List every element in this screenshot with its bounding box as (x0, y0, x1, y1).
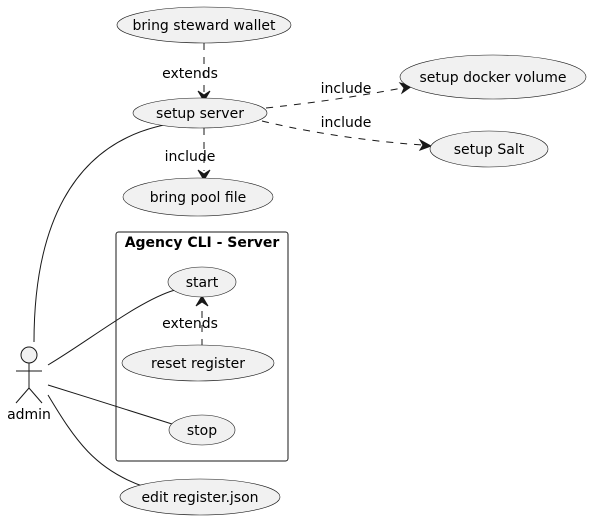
include-salt-arrowhead (418, 138, 433, 151)
extends-wallet-arrowhead (197, 90, 211, 102)
use-case-label: setup docker volume (419, 70, 566, 86)
use-case-stop[interactable]: stop (168, 414, 236, 446)
use-case-bring-pool-file[interactable]: bring pool file (122, 177, 274, 217)
use-case-label: bring steward wallet (133, 18, 276, 34)
actor-head-icon (20, 346, 38, 364)
use-case-label: setup server (156, 106, 244, 122)
include-pool-arrowhead (197, 169, 211, 181)
actor-label: admin (7, 407, 51, 423)
use-case-label: edit register.json (141, 490, 258, 506)
actor-admin-figure[interactable] (15, 346, 43, 404)
association-admin-stop (47, 384, 173, 425)
association-admin-start (47, 289, 176, 366)
use-case-bring-steward-wallet[interactable]: bring steward wallet (116, 6, 292, 44)
use-case-label: bring pool file (150, 190, 246, 206)
package-title: Agency CLI - Server (125, 235, 280, 251)
use-case-reset-register[interactable]: reset register (121, 344, 275, 382)
include-label-pool: include (165, 149, 216, 165)
actor-right-leg (28, 387, 43, 404)
use-case-setup-docker-volume[interactable]: setup docker volume (399, 54, 587, 100)
include-salt-line (261, 120, 423, 146)
use-case-label: setup Salt (454, 142, 525, 158)
use-case-label: start (186, 275, 219, 291)
association-admin-edit-register (47, 394, 146, 488)
use-case-edit-register-json[interactable]: edit register.json (119, 478, 281, 516)
use-case-setup-salt[interactable]: setup Salt (429, 130, 549, 168)
actor-left-leg (15, 387, 30, 404)
use-case-start[interactable]: start (167, 266, 237, 298)
association-admin-setup-server (33, 124, 165, 343)
extends-label-wallet: extends (162, 66, 218, 82)
use-case-label: reset register (151, 356, 245, 372)
use-case-setup-server[interactable]: setup server (132, 97, 268, 129)
include-docker-line (265, 87, 403, 109)
include-label-salt: include (321, 115, 372, 131)
include-label-docker: include (321, 81, 372, 97)
extends-reset-arrowhead (195, 295, 209, 307)
extends-label-reset: extends (162, 316, 218, 332)
use-case-label: stop (187, 423, 217, 439)
